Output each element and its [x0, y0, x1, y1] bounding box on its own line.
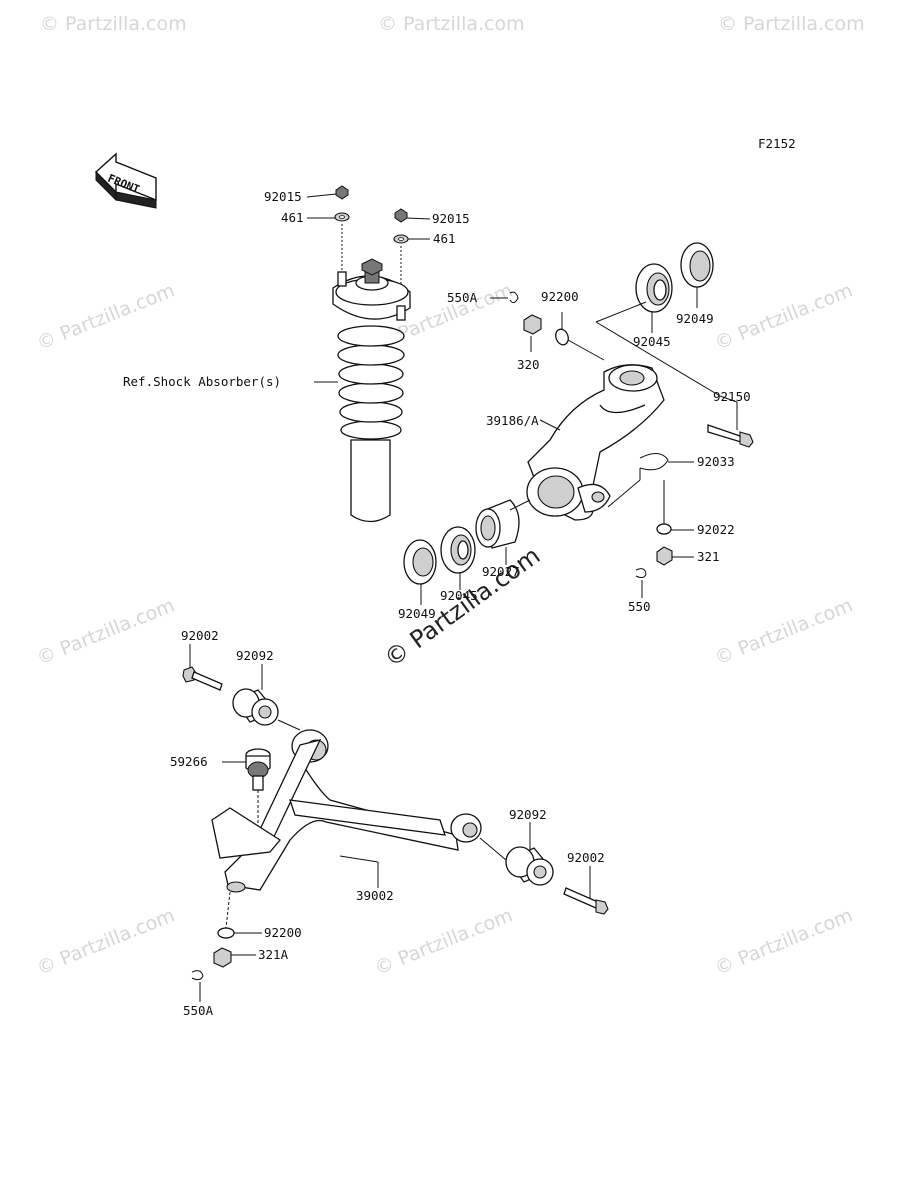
part-label: 39186/A [486, 413, 539, 428]
part-label: 321A [258, 947, 289, 962]
part-label: 92033 [697, 454, 735, 469]
watermark: © Partzilla.com [712, 904, 856, 979]
cotter-pin-550 [635, 568, 647, 579]
bolt-92002-bottom [563, 887, 609, 915]
watermark: © Partzilla.com [712, 279, 856, 354]
steering-knuckle [526, 364, 665, 521]
cotter-pin-550A-bottom [191, 970, 204, 981]
watermark: © Partzilla.com [718, 13, 865, 35]
part-label: 92002 [181, 628, 219, 643]
part-label: 92015 [264, 189, 302, 204]
part-label: 461 [433, 231, 456, 246]
watermark: © Partzilla.com [34, 594, 178, 669]
part-label: 92092 [509, 807, 547, 822]
bolt-92150 [707, 424, 754, 448]
bearing-92045-top [635, 263, 673, 313]
part-label: 92200 [264, 925, 302, 940]
front-arrow-icon: FRONT [94, 152, 157, 209]
part-label: 92045 [633, 334, 671, 349]
nut-321A [213, 947, 232, 968]
part-label: 92022 [697, 522, 735, 537]
part-label: 59266 [170, 754, 208, 769]
part-label: 92045 [440, 588, 478, 603]
part-label: 550 [628, 599, 651, 614]
nut-321 [656, 546, 673, 566]
seal-92049-top [680, 242, 714, 288]
bolt-92002-top [182, 666, 223, 691]
watermark: © Partzilla.com [34, 279, 178, 354]
part-label: 461 [281, 210, 304, 225]
shock-absorber [332, 185, 411, 523]
part-labels: 92015 461 92015 461 550A 92200 320 92045… [123, 189, 751, 1018]
watermark: © Partzilla.com [40, 13, 187, 35]
part-label: 92015 [432, 211, 470, 226]
part-label: 320 [517, 357, 540, 372]
nut-320 [523, 314, 542, 335]
seal-92049-bottom [403, 539, 437, 585]
lower-a-arm [211, 729, 482, 893]
part-label: 92049 [676, 311, 714, 326]
cotter-pin-550A [509, 291, 519, 304]
circlip-92033 [639, 453, 669, 471]
part-label: 92150 [713, 389, 751, 404]
part-label: 92002 [567, 850, 605, 865]
part-label: 321 [697, 549, 720, 564]
bushing-92092-top [232, 688, 279, 726]
part-label: 92092 [236, 648, 274, 663]
part-label: 92049 [398, 606, 436, 621]
part-label: Ref.Shock Absorber(s) [123, 374, 281, 389]
bushing-92092-bottom [505, 846, 554, 886]
part-label: 92027 [482, 564, 520, 579]
washer-92200 [555, 328, 569, 346]
diagram-id: F2152 [758, 136, 796, 151]
watermark: © Partzilla.com [712, 594, 856, 669]
part-label: 92200 [541, 289, 579, 304]
watermark: © Partzilla.com [34, 904, 178, 979]
watermark: © Partzilla.com [372, 904, 516, 979]
washer-92022 [656, 523, 672, 535]
part-label: 550A [183, 1003, 214, 1018]
ball-joint-59266 [245, 748, 271, 791]
nut-92015-a [335, 185, 349, 200]
part-label: 550A [447, 290, 478, 305]
washer-92200-bottom [217, 927, 235, 939]
bearing-92045-bottom [440, 526, 476, 574]
spacer-92027 [475, 499, 520, 549]
part-label: 39002 [356, 888, 394, 903]
nut-92015-b [394, 208, 408, 223]
watermark: © Partzilla.com [378, 13, 525, 35]
